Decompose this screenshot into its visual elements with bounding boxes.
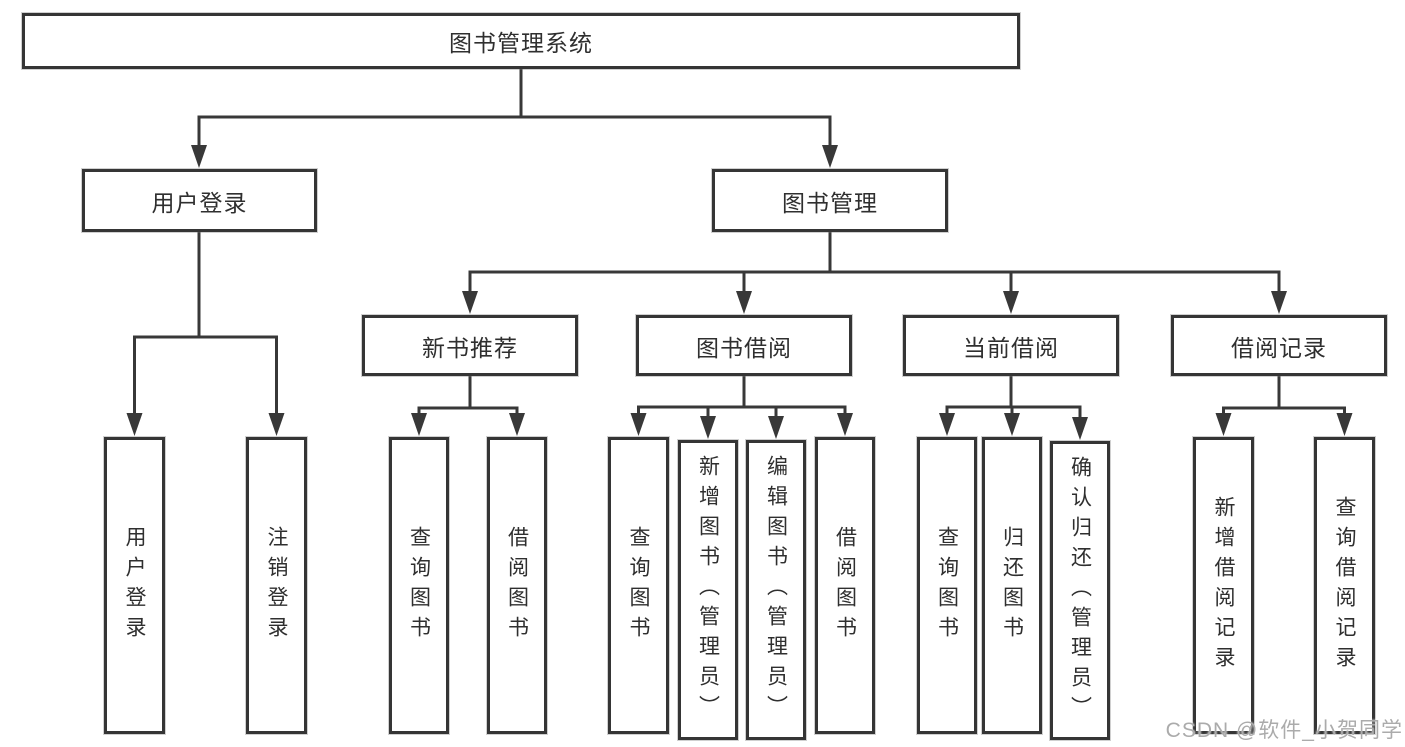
node-label: 查询图书 <box>935 525 959 646</box>
node-book-borrowing: 图书借阅 <box>636 315 852 376</box>
node-label: 图书管理 <box>782 189 878 216</box>
node-label: 图书借阅 <box>696 334 792 361</box>
node-label: 注销登录 <box>265 525 288 646</box>
leaf-borrow-books-recommend: 借阅图书 <box>487 437 547 734</box>
node-label: 新书推荐 <box>422 334 518 361</box>
node-user-login: 用户登录 <box>82 169 317 232</box>
leaf-confirm-return-admin: 确认归还（管理员） <box>1050 441 1110 740</box>
leaf-edit-book-admin: 编辑图书（管理员） <box>746 440 806 740</box>
leaf-borrow-books: 借阅图书 <box>815 437 875 734</box>
node-label: 用户登录 <box>151 189 248 216</box>
node-label: 用户登录 <box>123 525 146 646</box>
leaf-query-books-current: 查询图书 <box>917 437 977 734</box>
leaf-user-login: 用户登录 <box>104 437 165 734</box>
node-label: 借阅图书 <box>505 525 529 646</box>
node-book-management: 图书管理 <box>712 169 948 232</box>
leaf-add-borrow-record: 新增借阅记录 <box>1193 437 1254 734</box>
node-label: 查询图书 <box>627 525 650 646</box>
node-label: 查询借阅记录 <box>1333 495 1356 676</box>
node-label: 借阅记录 <box>1231 334 1327 361</box>
node-label: 图书管理系统 <box>449 30 593 56</box>
node-label: 编辑图书（管理员） <box>764 455 788 725</box>
node-label: 新增借阅记录 <box>1212 495 1235 676</box>
leaf-logout: 注销登录 <box>246 437 307 734</box>
leaf-query-books-borrow: 查询图书 <box>608 437 669 734</box>
leaf-return-book: 归还图书 <box>982 437 1042 734</box>
node-library-management-system: 图书管理系统 <box>22 13 1020 69</box>
node-label: 借阅图书 <box>833 525 857 646</box>
node-label: 新增图书（管理员） <box>696 455 720 725</box>
node-label: 当前借阅 <box>963 334 1059 361</box>
node-label: 查询图书 <box>407 525 431 646</box>
leaf-add-book-admin: 新增图书（管理员） <box>678 440 738 740</box>
watermark: CSDN @软件_小贺同学 <box>1165 719 1403 742</box>
leaf-query-books-recommend: 查询图书 <box>389 437 449 734</box>
node-current-borrowing: 当前借阅 <box>903 315 1119 376</box>
node-label: 归还图书 <box>1000 525 1024 646</box>
node-label: 确认归还（管理员） <box>1068 455 1092 726</box>
node-new-book-recommend: 新书推荐 <box>362 315 578 376</box>
node-borrowing-records: 借阅记录 <box>1171 315 1387 376</box>
leaf-query-borrow-record: 查询借阅记录 <box>1314 437 1375 734</box>
